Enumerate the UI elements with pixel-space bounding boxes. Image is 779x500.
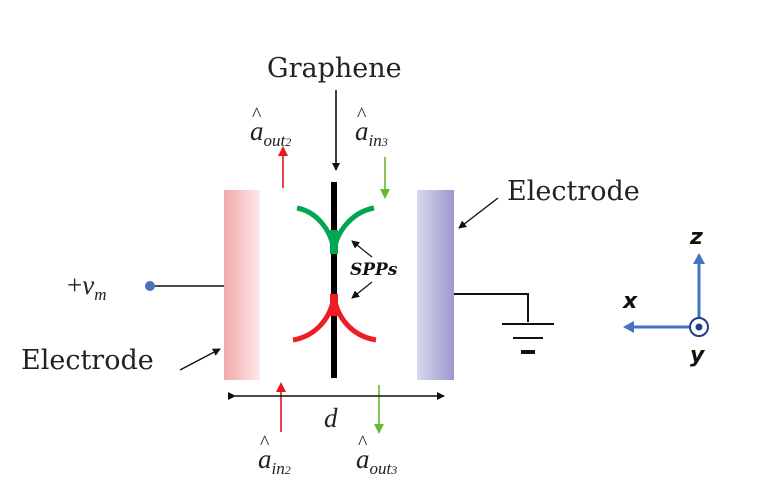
a-in3-label: ain3 (355, 105, 388, 149)
spp-lower-segment (330, 294, 338, 316)
spp-label: SPPs (350, 260, 398, 280)
voltage-terminal-dot (145, 281, 155, 291)
spp-upper-segment (330, 230, 338, 254)
right-electrode (417, 190, 454, 380)
right-electrode-label: Electrode (507, 176, 640, 207)
voltage-label: +vm (67, 270, 107, 304)
gap-label: d (324, 403, 338, 433)
ground-icon (502, 323, 554, 354)
left-electrode (224, 190, 260, 380)
spp-pointer-upper (351, 240, 373, 258)
left-electrode-pointer (179, 348, 221, 371)
graphene-label: Graphene (267, 53, 402, 84)
left-electrode-label: Electrode (21, 345, 154, 376)
a-out3-label: aout3 (356, 433, 397, 477)
spp-pointer-lower (351, 281, 373, 299)
right-electrode-pointer (458, 197, 499, 229)
a-out2-label: aout2 (250, 105, 291, 149)
a-in2-label: ain2 (258, 433, 291, 477)
z-axis-label: z (690, 225, 703, 250)
x-axis-label: x (623, 289, 638, 314)
graphene-sheet (331, 182, 337, 378)
ground-wire (454, 293, 529, 322)
y-axis-label: y (690, 343, 705, 368)
y-axis-dot (695, 323, 703, 331)
